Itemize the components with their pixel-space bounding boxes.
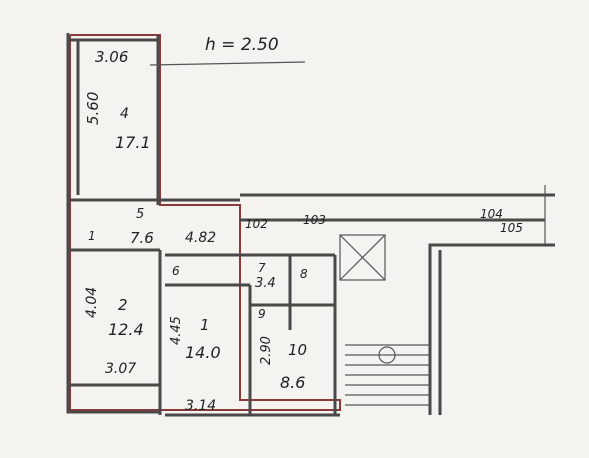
elevator-shaft: [339, 234, 386, 281]
room1-number: 1: [200, 316, 210, 334]
staircase: [345, 344, 430, 406]
room4-length: 5.60: [84, 92, 102, 125]
stair-wall: [428, 243, 555, 415]
room2-area: 12.4: [108, 320, 144, 339]
bath-code: 9: [258, 307, 266, 321]
label-102: 102: [245, 217, 268, 231]
label-103: 103: [303, 213, 326, 227]
bath-number: 7: [258, 261, 266, 275]
corridor-area: 7.6: [130, 229, 154, 247]
corridor-number: 5: [136, 207, 144, 222]
room1-length: 4.45: [169, 316, 184, 345]
exterior-wall-left-outer: [66, 33, 160, 414]
kitchen-number: 10: [288, 341, 307, 359]
room4-area: 17.1: [115, 133, 151, 152]
room1-width: 3.14: [185, 398, 216, 414]
room2-length: 4.04: [84, 287, 100, 318]
room1-area: 14.0: [185, 343, 221, 362]
kitchen-length: 2.90: [259, 336, 274, 365]
corridor-dim: 4.82: [185, 230, 216, 246]
bath-area: 3.4: [255, 276, 276, 291]
ceiling-height-underline: [149, 61, 306, 66]
corridor-dim-b: 1: [88, 229, 96, 243]
label-105: 105: [500, 221, 523, 235]
elevator-x2: [339, 234, 386, 281]
room2-number: 2: [118, 296, 128, 314]
ceiling-height: h = 2.50: [205, 35, 279, 55]
room4-width: 3.06: [95, 48, 128, 66]
room2-width: 3.07: [105, 361, 136, 377]
label-104: 104: [480, 207, 503, 221]
stair-post-icon: [378, 346, 396, 364]
room4-number: 4: [120, 106, 129, 122]
kitchen-area: 8.6: [280, 373, 305, 392]
wc-number: 8: [300, 267, 308, 281]
closet-number: 6: [172, 264, 180, 278]
